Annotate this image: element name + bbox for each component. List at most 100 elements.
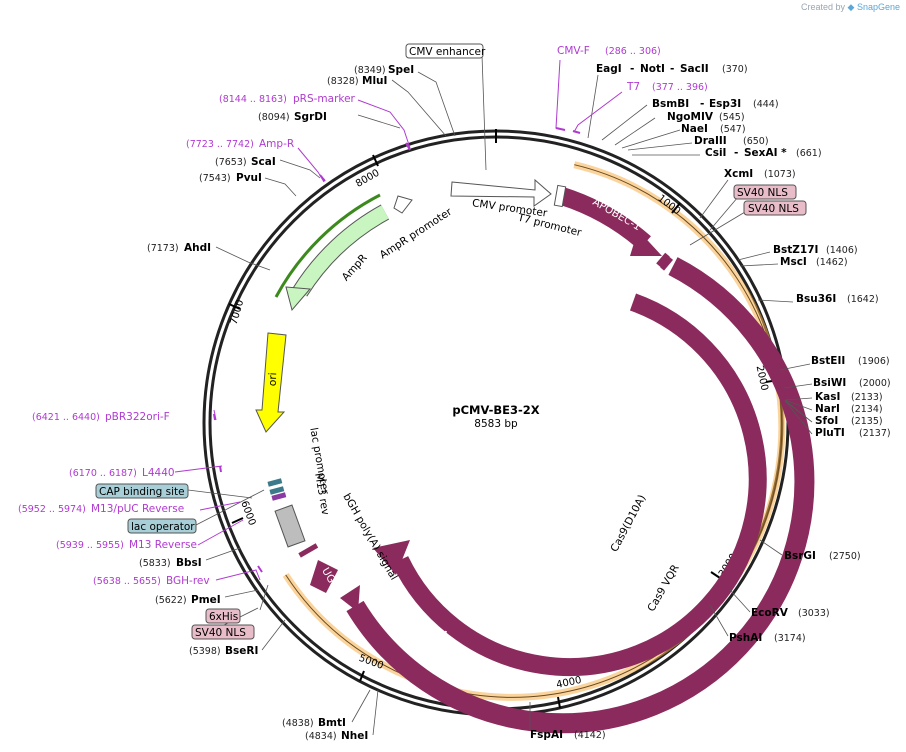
enz-csi: CsiI bbox=[705, 147, 726, 159]
enz-sfo-pos: (2135) bbox=[851, 416, 883, 427]
ticks bbox=[228, 129, 779, 709]
primer-bgh-pos: (5638 .. 5655) bbox=[93, 576, 161, 587]
cas9-d10a-label: Cas9(D10A) bbox=[608, 493, 648, 554]
sv40-nls-box-2 bbox=[743, 200, 807, 216]
primer-m13rev-pos: (5939 .. 5955) bbox=[56, 540, 124, 551]
enz-sca-pos: (7653) bbox=[215, 157, 247, 168]
primer-pbr-pos: (6421 .. 6440) bbox=[32, 412, 100, 423]
enz-nae: NaeI bbox=[681, 123, 708, 135]
enz-plu: PluTI bbox=[815, 427, 845, 439]
nls-mark-1 bbox=[656, 252, 670, 268]
enz-csi-pos: (661) bbox=[796, 148, 822, 159]
enz-bser: BseRI bbox=[225, 645, 258, 657]
enz-ahd-pos: (7173) bbox=[147, 243, 179, 254]
primer-leads bbox=[174, 59, 623, 581]
bgh-marks bbox=[298, 543, 319, 558]
ori-arrow bbox=[255, 332, 287, 433]
ampr-green-line bbox=[274, 193, 381, 298]
cap-label: CAP binding site bbox=[99, 486, 185, 498]
enz-ecorv: EcoRV bbox=[751, 607, 789, 619]
enz-eag-sep1: - bbox=[630, 63, 634, 75]
enz-mlu-pos: (8328) bbox=[327, 76, 359, 87]
cas9-vqr-arrowhead bbox=[340, 585, 360, 612]
cas9-junction-mark bbox=[440, 630, 447, 649]
enz-bmt: BmtI bbox=[318, 717, 346, 729]
primer-t7: T7 bbox=[626, 81, 640, 93]
lac-operator-box bbox=[127, 518, 197, 534]
nls-mark-2 bbox=[660, 256, 674, 271]
enz-eag: EagI bbox=[596, 63, 622, 75]
ampr-arc-fill bbox=[293, 205, 389, 297]
enz-bsu-pos: (1642) bbox=[847, 294, 879, 305]
credit-prefix: Created by bbox=[800, 2, 845, 12]
cmv-enhancer-box bbox=[405, 43, 484, 59]
ori-label: ori bbox=[267, 372, 279, 386]
enz-bsiwi: BsiWI bbox=[813, 377, 846, 389]
enz-sgrdi-pos: (8094) bbox=[258, 112, 290, 123]
cas9-d10a-arrowhead bbox=[373, 540, 410, 575]
primer-pbr: pBR322ori-F bbox=[105, 411, 170, 423]
enz-dra-pos: (650) bbox=[743, 136, 769, 147]
sv40-nls-label-1: SV40 NLS bbox=[737, 187, 788, 199]
enz-psha: PshAI bbox=[729, 632, 762, 644]
plasmid-name: pCMV-BE3-2X bbox=[452, 403, 539, 417]
enz-bser-pos: (5398) bbox=[189, 646, 221, 657]
primer-l4440: L4440 bbox=[142, 467, 175, 479]
enz-pvu-pos: (7543) bbox=[199, 173, 231, 184]
cmv-promoter-arrow bbox=[450, 178, 552, 207]
enz-nae-pos: (547) bbox=[720, 124, 746, 135]
enz-ecorv-pos: (3033) bbox=[798, 608, 830, 619]
his-box bbox=[205, 608, 241, 624]
primer-prs-pos: (8144 .. 8163) bbox=[219, 94, 287, 105]
enz-bsrg-pos: (2750) bbox=[829, 551, 861, 562]
enz-fspa: FspAI bbox=[530, 729, 563, 741]
enz-bbs-pos: (5833) bbox=[139, 558, 171, 569]
enz-sfo: SfoI bbox=[815, 415, 838, 427]
primer-prs: pRS-marker bbox=[293, 93, 356, 105]
enz-ngo: NgoMIV bbox=[667, 111, 714, 123]
enz-nar: NarI bbox=[815, 403, 840, 415]
tick-4000: 4000 bbox=[555, 675, 582, 691]
enz-csi-sep: - bbox=[734, 147, 738, 159]
enz-pme: PmeI bbox=[191, 594, 221, 606]
primer-l4440-pos: (6170 .. 6187) bbox=[69, 468, 137, 479]
enz-sex: SexAI * bbox=[744, 147, 787, 159]
credit-brand: SnapGene bbox=[856, 2, 900, 12]
enz-psha-pos: (3174) bbox=[774, 633, 806, 644]
enz-nhe: NheI bbox=[341, 730, 368, 742]
ampr-promoter-arrow bbox=[393, 195, 413, 214]
primer-t7-pos: (377 .. 396) bbox=[652, 82, 708, 93]
snapgene-credit: Created by ◆ SnapGene bbox=[801, 2, 900, 13]
ampr-promoter-label: AmpR promoter bbox=[378, 206, 455, 262]
enz-sac: SacII bbox=[680, 63, 709, 75]
plasmid-length: 8583 bp bbox=[474, 418, 518, 430]
ampr-label: AmpR bbox=[340, 252, 370, 283]
enz-bsu: Bsu36I bbox=[796, 293, 836, 305]
enz-fspa-pos: (4142) bbox=[574, 730, 606, 741]
enz-pvu: PvuI bbox=[236, 172, 262, 184]
enz-bmt-pos: (4838) bbox=[282, 718, 314, 729]
enz-sgrdi: SgrDI bbox=[294, 111, 327, 123]
tick-6000: 6000 bbox=[238, 499, 257, 527]
cas9-vqr-label: Cas9 VQR bbox=[645, 563, 681, 614]
enz-kas-pos: (2133) bbox=[851, 392, 883, 403]
enz-nhe-pos: (4834) bbox=[305, 731, 337, 742]
cmv-enhancer-label: CMV enhancer bbox=[409, 46, 486, 58]
enz-nar-pos: (2134) bbox=[851, 404, 883, 415]
enz-sca: ScaI bbox=[251, 156, 276, 168]
enz-msc: MscI bbox=[780, 256, 807, 268]
enz-bsrg: BsrGI bbox=[784, 550, 816, 562]
enz-ahd: AhdI bbox=[184, 242, 211, 254]
tick-2000: 2000 bbox=[754, 365, 770, 392]
enz-bste-pos: (1906) bbox=[858, 356, 890, 367]
primer-bgh: BGH-rev bbox=[166, 575, 210, 587]
enz-spe-pos: (8349) bbox=[354, 65, 386, 76]
enz-msc-pos: (1462) bbox=[816, 257, 848, 268]
primer-cmvf: CMV-F bbox=[557, 45, 590, 57]
enz-bstz: BstZ17I bbox=[773, 244, 818, 256]
enz-not: NotI bbox=[640, 63, 665, 75]
primer-m13puc-pos: (5952 .. 5974) bbox=[18, 504, 86, 515]
primer-cmvf-pos: (286 .. 306) bbox=[605, 46, 661, 57]
sv40-nls-label-3: SV40 NLS bbox=[195, 627, 246, 639]
